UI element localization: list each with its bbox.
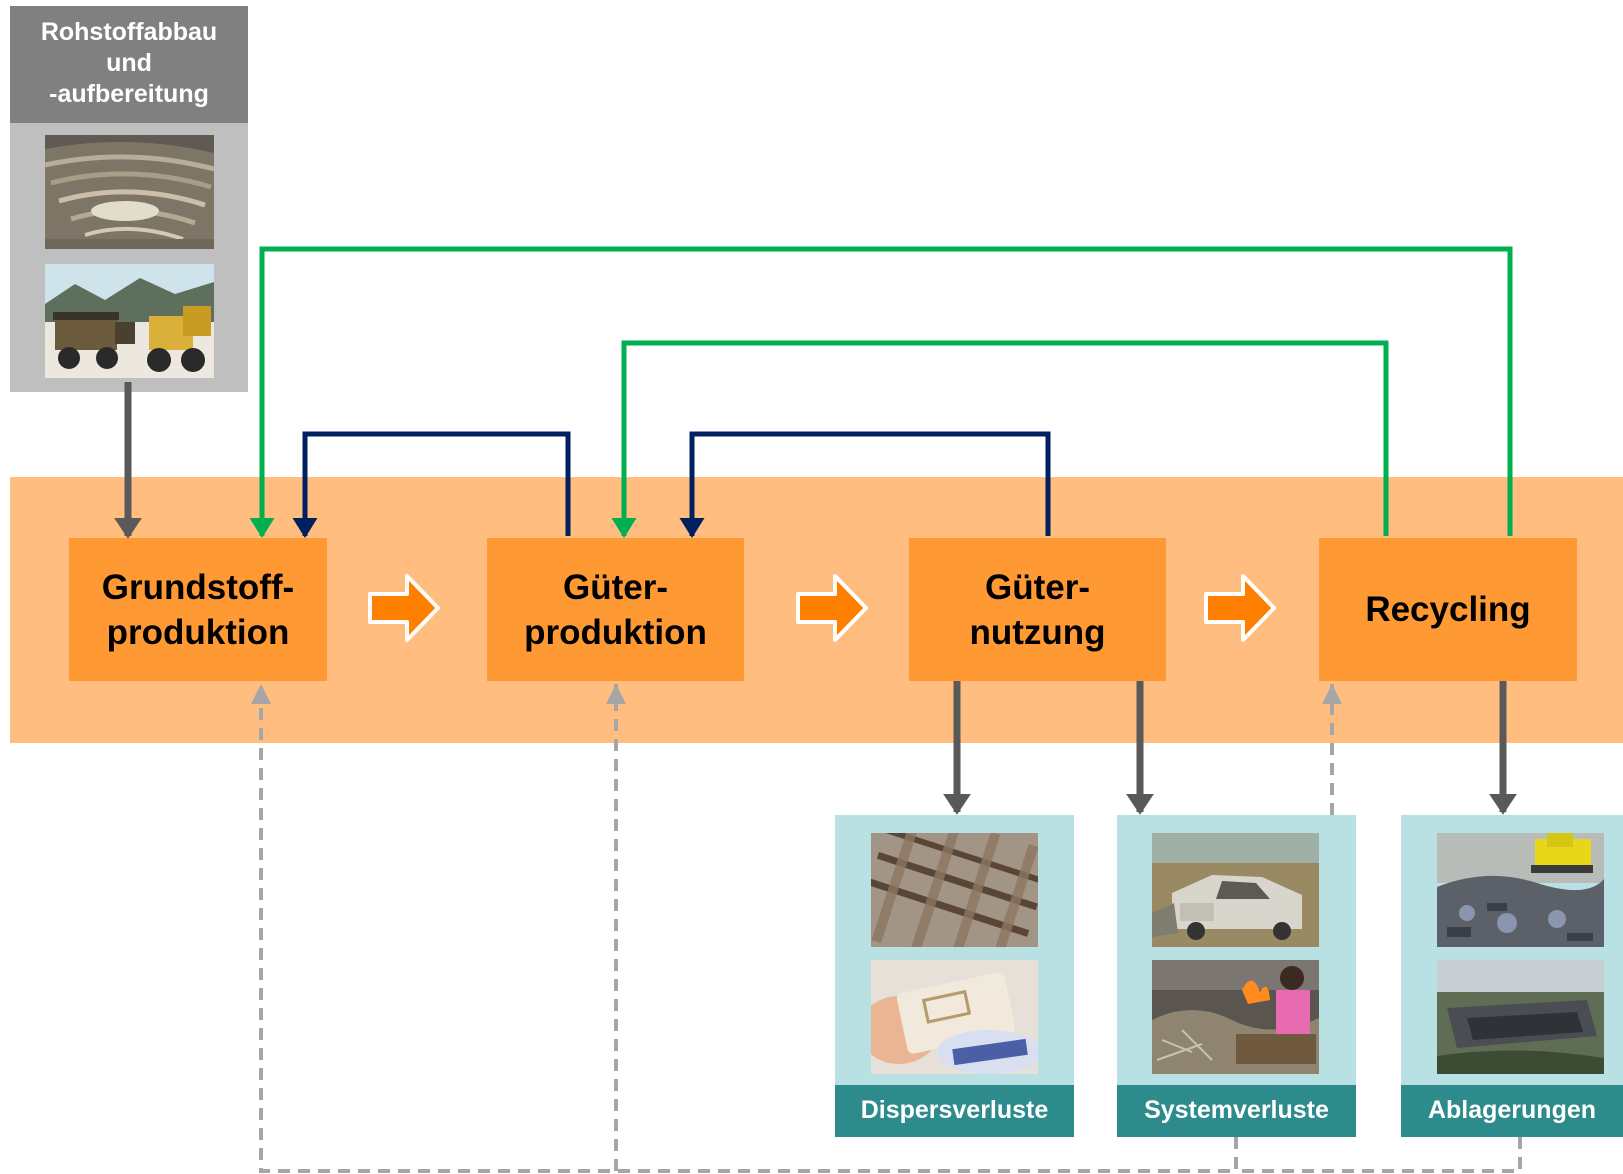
flow-arrow-2 [796,574,868,642]
landfill-bulldozer-photo [1437,833,1604,947]
dashed-bottom-collector [259,684,1238,1173]
stage-grundstoffproduktion: Grundstoff- produktion [69,538,327,681]
sink-label-ablagerungen: Ablagerungen [1401,1085,1623,1137]
rfid-tag-photo [871,960,1038,1074]
flow-arrow-1 [368,574,440,642]
raw-material-title: Rohstoffabbau und -aufbereitung [10,6,248,123]
stage-gueterproduktion: Güter- produktion [487,538,744,681]
flow-arrow-3 [1204,574,1276,642]
sink-label-systemverluste: Systemverluste [1117,1085,1356,1137]
e-waste-burning-photo [1152,960,1319,1074]
railway-track-photo [871,833,1038,947]
mining-truck-photo [45,264,214,378]
open-pit-mine-photo [45,135,214,249]
loop-gueterproduktion-to-grundstoff [292,431,571,539]
stage-gueternutzung: Güter- nutzung [909,538,1166,681]
loop-recycling-to-grundstoff [249,246,1513,539]
loop-gueternutzung-to-gueterproduktion [679,431,1051,539]
sink-label-dispersverluste: Dispersverluste [835,1085,1074,1137]
stage-recycling: Recycling [1319,538,1577,681]
landfill-aerial-photo [1437,960,1604,1074]
car-wreck-photo [1152,833,1319,947]
loop-recycling-to-gueterproduktion [611,340,1389,539]
dashed-ablagerung-to-collector [1236,1137,1522,1173]
